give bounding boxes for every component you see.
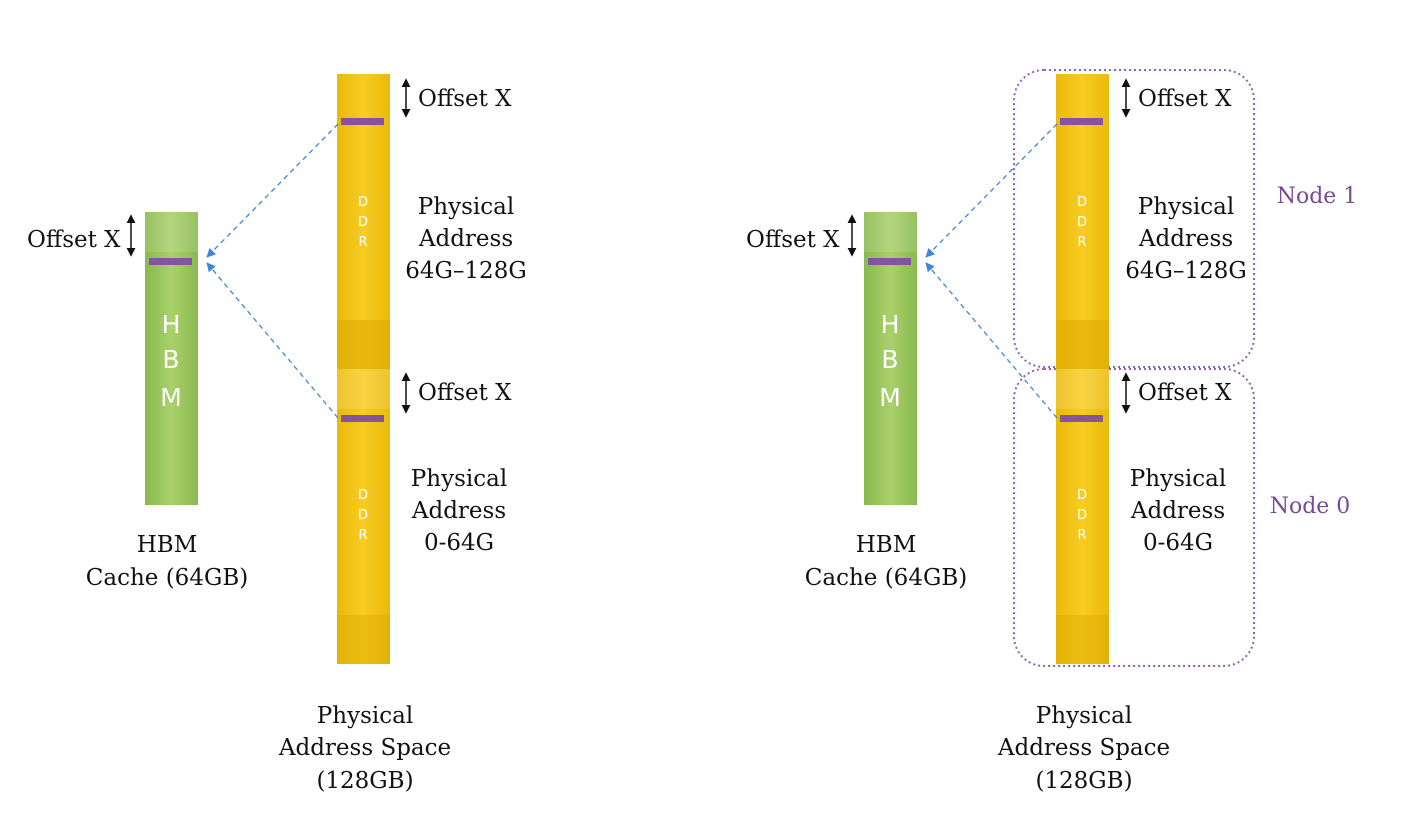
ddr-letter: R (358, 528, 367, 543)
ddr-letter: D (1077, 215, 1087, 230)
node-1-box (1013, 69, 1255, 368)
ddr-letter: D (358, 215, 368, 230)
cache-line-marker (1060, 415, 1103, 422)
ddr-top-range-line: 64G–128G (405, 258, 526, 284)
ddr-bar-bottom: D D R (1056, 369, 1109, 664)
space-caption-line: Address Space (997, 735, 1170, 761)
space-caption-line: Address Space (278, 735, 451, 761)
node-0-label: Node 0 (1270, 494, 1351, 519)
ddr-letter: D (1077, 488, 1087, 503)
ddr-top-range-line: Address (418, 226, 513, 252)
hbm-offset-label: Offset X (746, 227, 840, 253)
ddr-bottom-range-line: 0-64G (424, 530, 494, 556)
ddr-top-offset-label: Offset X (418, 86, 512, 112)
ddr-letter: R (358, 235, 367, 250)
ddr-bottom-offset-label: Offset X (1138, 380, 1232, 406)
hbm-letter: M (879, 383, 901, 412)
node-1-label: Node 1 (1277, 184, 1358, 209)
hbm-letter: B (881, 345, 898, 374)
cache-line-marker (341, 415, 384, 422)
ddr-bottom-offset-label: Offset X (418, 380, 512, 406)
ddr-letter: D (358, 488, 368, 503)
ddr-bar-top: D D R (337, 74, 390, 369)
node-0-box (1013, 368, 1255, 667)
space-caption-line: (128GB) (1035, 768, 1132, 794)
ddr-bottom-range-line: Physical (411, 466, 507, 492)
hbm-letter: H (162, 310, 181, 339)
ddr-bar-bottom: D D R (337, 369, 390, 664)
hbm-bar: H B M (145, 212, 198, 505)
space-caption-line: Physical (317, 703, 413, 729)
ddr-letter: D (358, 195, 368, 210)
ddr-top-range-line: Physical (418, 194, 514, 220)
cache-line-marker (1060, 118, 1103, 125)
hbm-caption-line: HBM (856, 532, 917, 558)
cache-line-marker (868, 258, 911, 265)
panel-right: Node 1 Node 0 H B M Offset X HBM Cache (… (746, 69, 1358, 794)
ddr-top-range-line: 64G–128G (1125, 258, 1246, 284)
ddr-top-offset-label: Offset X (1138, 86, 1232, 112)
hbm-letter: H (881, 310, 900, 339)
panel-left: H B M Offset X HBM Cache (64GB) D D R Of… (27, 74, 527, 794)
ddr-bar-top: D D R (1056, 74, 1109, 369)
ddr-letter: D (1077, 508, 1087, 523)
hbm-letter: B (162, 345, 179, 374)
ddr-top-range-line: Address (1138, 226, 1233, 252)
cache-line-marker (149, 258, 192, 265)
mapping-arrow (925, 123, 1058, 258)
ddr-bottom-range-line: Physical (1130, 466, 1226, 492)
ddr-letter: D (1077, 195, 1087, 210)
cache-line-marker (341, 118, 384, 125)
mapping-arrow (206, 123, 339, 258)
hbm-offset-label: Offset X (27, 227, 121, 253)
ddr-bottom-range-line: 0-64G (1143, 530, 1213, 556)
hbm-bar: H B M (864, 212, 917, 505)
mapping-arrow (206, 262, 339, 419)
ddr-bottom-range-line: Address (1130, 498, 1225, 524)
space-caption-line: Physical (1036, 703, 1132, 729)
hbm-caption-line: Cache (64GB) (86, 565, 248, 591)
ddr-bottom-range-line: Address (411, 498, 506, 524)
space-caption-line: (128GB) (316, 768, 413, 794)
ddr-letter: D (358, 508, 368, 523)
ddr-top-range-line: Physical (1138, 194, 1234, 220)
ddr-letter: R (1077, 235, 1086, 250)
mapping-arrow (925, 262, 1058, 419)
hbm-caption-line: Cache (64GB) (805, 565, 967, 591)
ddr-letter: R (1077, 528, 1086, 543)
hbm-caption-line: HBM (137, 532, 198, 558)
hbm-letter: M (160, 383, 182, 412)
